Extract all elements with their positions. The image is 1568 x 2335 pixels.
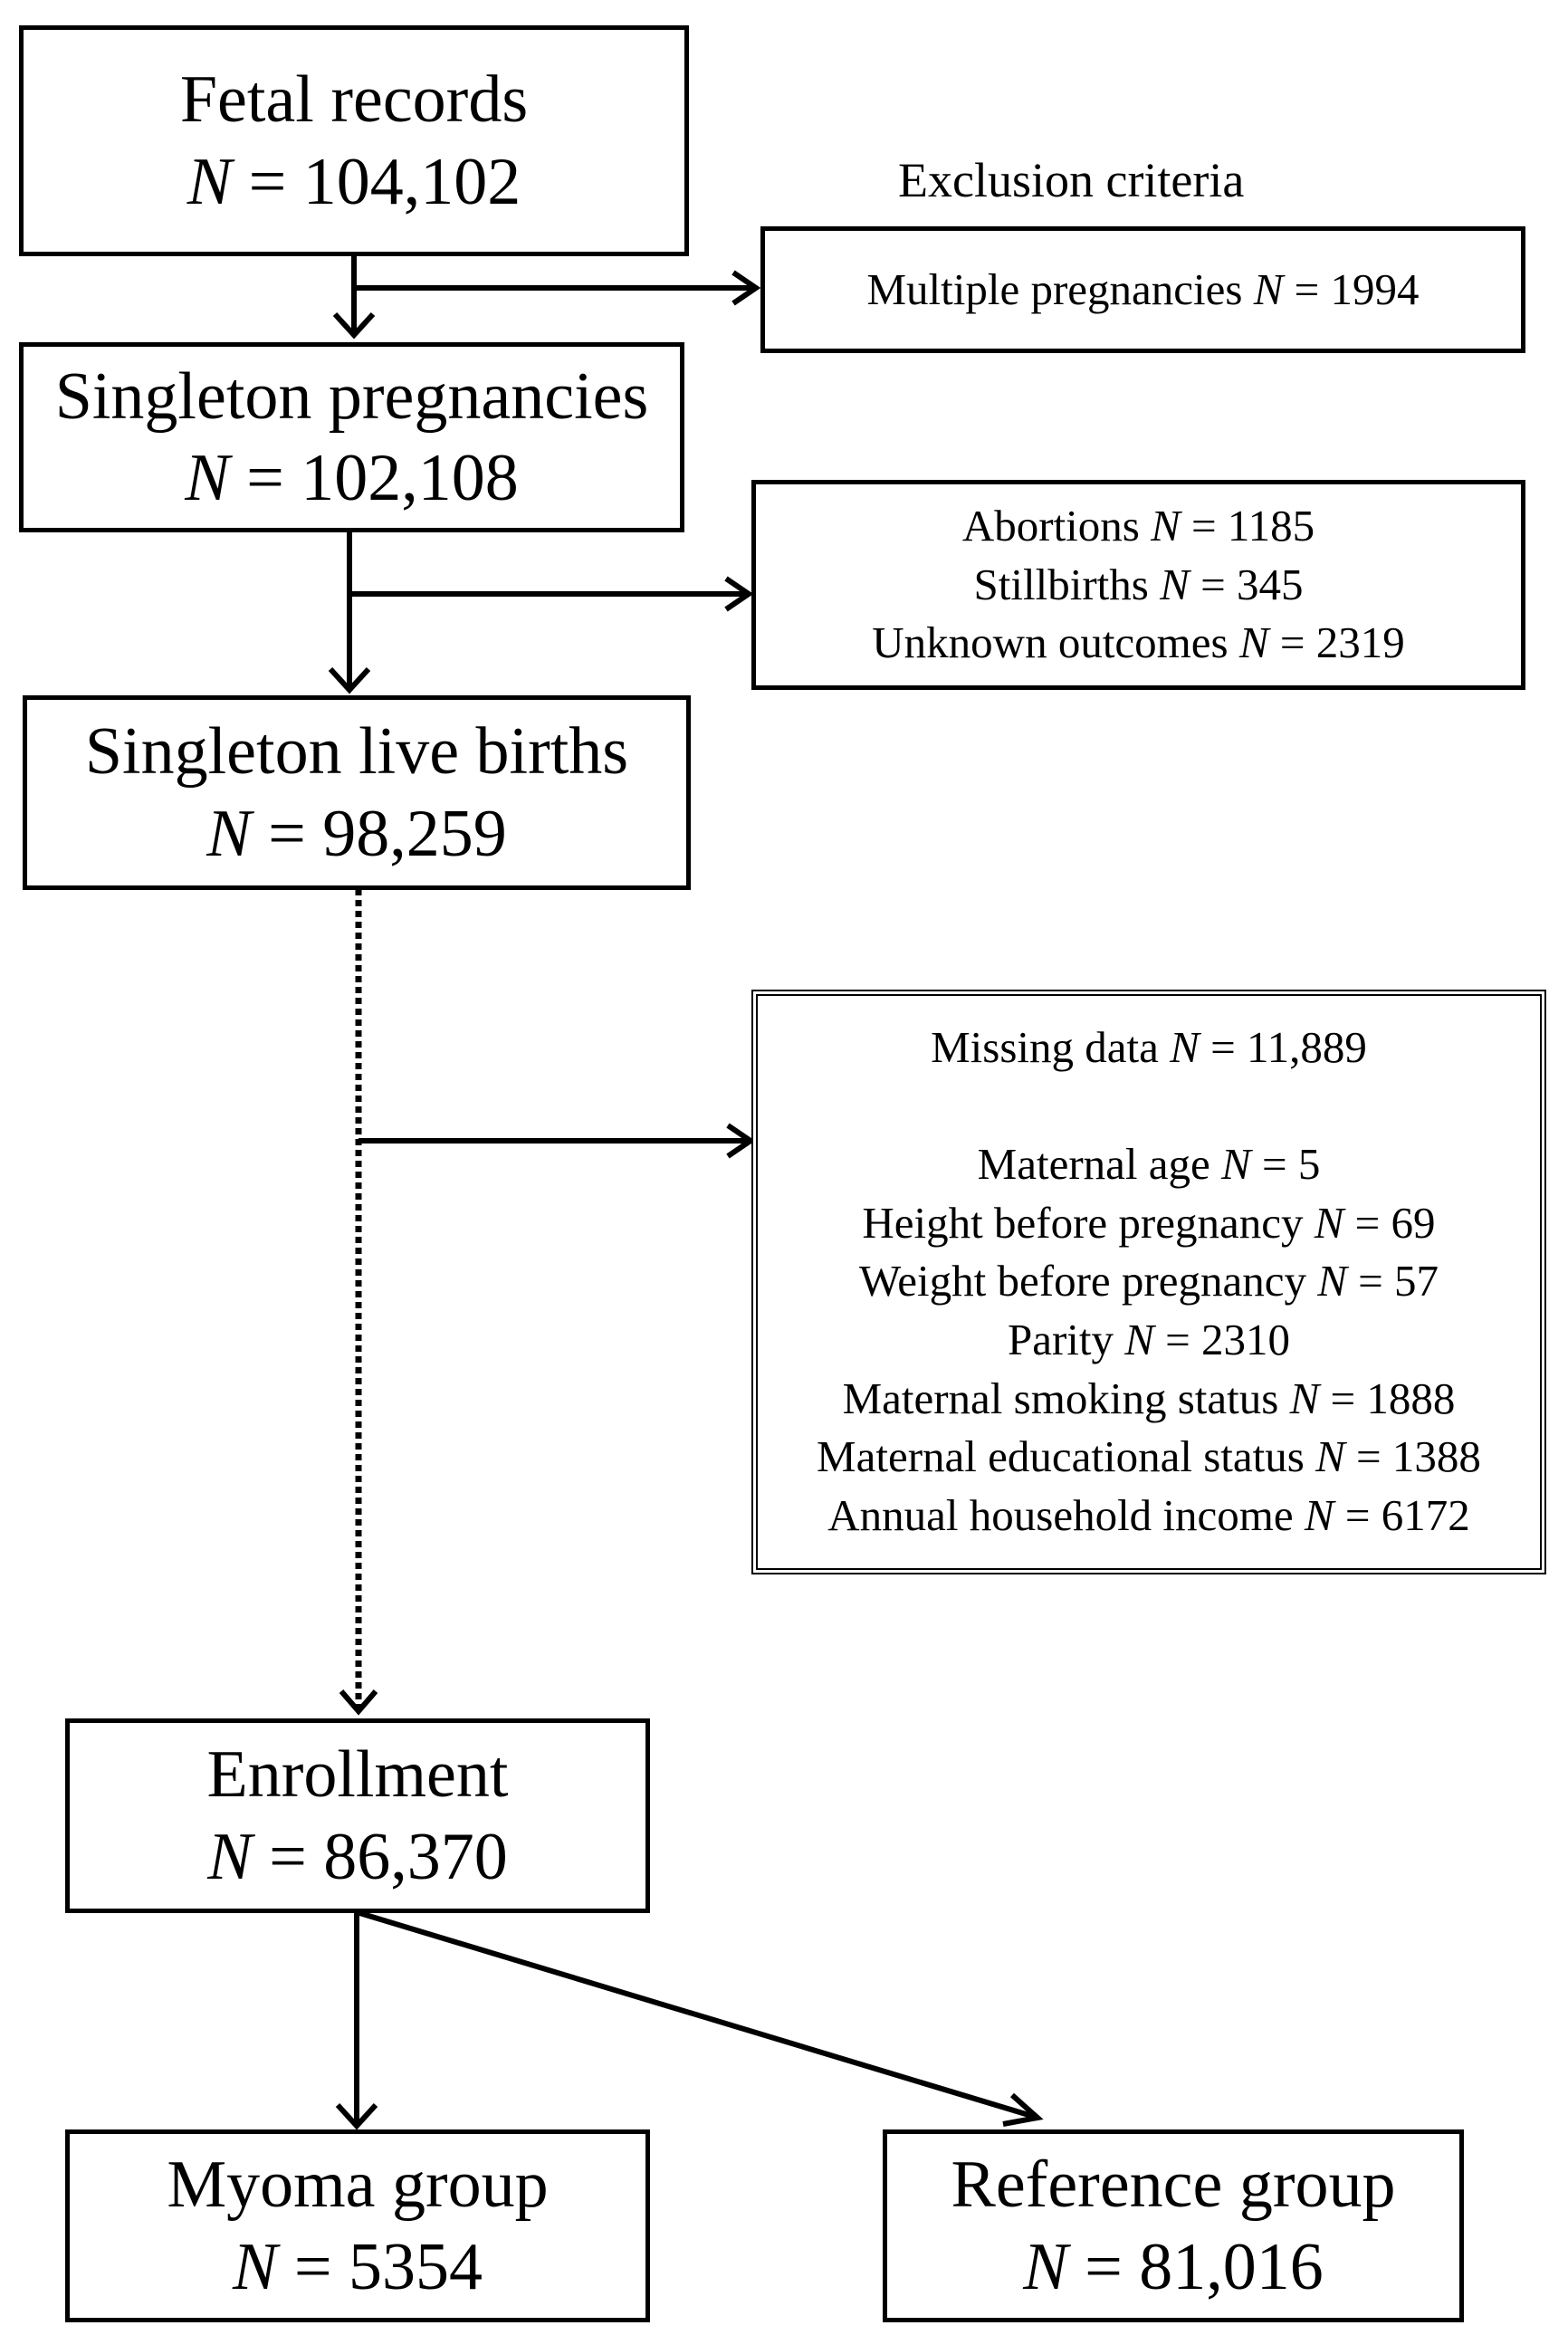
enrollment-count: N = 86,370 [207,1819,508,1894]
connector-enroll-reference [356,1909,1036,2120]
missing-weight-line: Weight before pregnancy N = 57 [858,1256,1439,1306]
reference-group-title: Reference group [951,2148,1396,2223]
box-singleton-live-births: Singleton live births N = 98,259 [23,695,691,890]
box-exclusion-missing-data: Missing data N = 11,889 Maternal age N =… [751,990,1546,1574]
singleton-pregnancies-title: Singleton pregnancies [54,359,649,434]
box-enrollment: Enrollment N = 86,370 [65,1718,650,1913]
arrowhead-enroll-myoma [335,2102,378,2130]
singleton-live-births-title: Singleton live births [84,714,629,789]
box-exclusion-outcomes: Abortions N = 1185 Stillbirths N = 345 U… [751,480,1525,690]
missing-education-line: Maternal educational status N = 1388 [817,1431,1481,1482]
arrowhead-births-exclusion [726,1123,756,1159]
exclusion-multiple-line: Multiple pregnancies N = 1994 [866,263,1420,314]
arrowhead-fetal-exclusion [731,270,761,306]
reference-group-count: N = 81,016 [1023,2229,1324,2304]
arrowhead-births-down [339,1689,378,1716]
box-reference-group: Reference group N = 81,016 [883,2129,1464,2322]
arrowhead-fetal-down [332,311,376,340]
arrowhead-enroll-reference [1002,2092,1044,2127]
missing-height-line: Height before pregnancy N = 69 [862,1197,1436,1248]
missing-income-line: Annual household income N = 6172 [827,1490,1470,1541]
box-singleton-pregnancies: Singleton pregnancies N = 102,108 [19,342,684,532]
missing-maternal-age-line: Maternal age N = 5 [977,1138,1321,1189]
myoma-group-title: Myoma group [167,2148,549,2223]
arrowhead-preg-exclusion [724,576,754,612]
myoma-group-count: N = 5354 [232,2229,483,2304]
enrollment-title: Enrollment [206,1737,509,1813]
missing-smoking-line: Maternal smoking status N = 1888 [842,1373,1456,1423]
singleton-pregnancies-count: N = 102,108 [185,441,519,515]
exclusion-unknown-outcomes-line: Unknown outcomes N = 2319 [872,617,1405,668]
exclusion-abortions-line: Abortions N = 1185 [961,500,1315,550]
exclusion-criteria-heading: Exclusion criteria [898,153,1245,207]
box-fetal-records: Fetal records N = 104,102 [19,25,689,256]
box-exclusion-multiple: Multiple pregnancies N = 1994 [760,226,1525,353]
exclusion-stillbirths-line: Stillbirths N = 345 [973,559,1304,609]
missing-data-header: Missing data N = 11,889 [931,1022,1367,1073]
missing-parity-line: Parity N = 2310 [1007,1315,1291,1364]
fetal-records-count: N = 104,102 [186,144,521,219]
arrowhead-preg-down [328,666,371,694]
box-myoma-group: Myoma group N = 5354 [65,2129,650,2322]
singleton-live-births-count: N = 98,259 [206,796,507,871]
fetal-records-title: Fetal records [179,62,529,138]
